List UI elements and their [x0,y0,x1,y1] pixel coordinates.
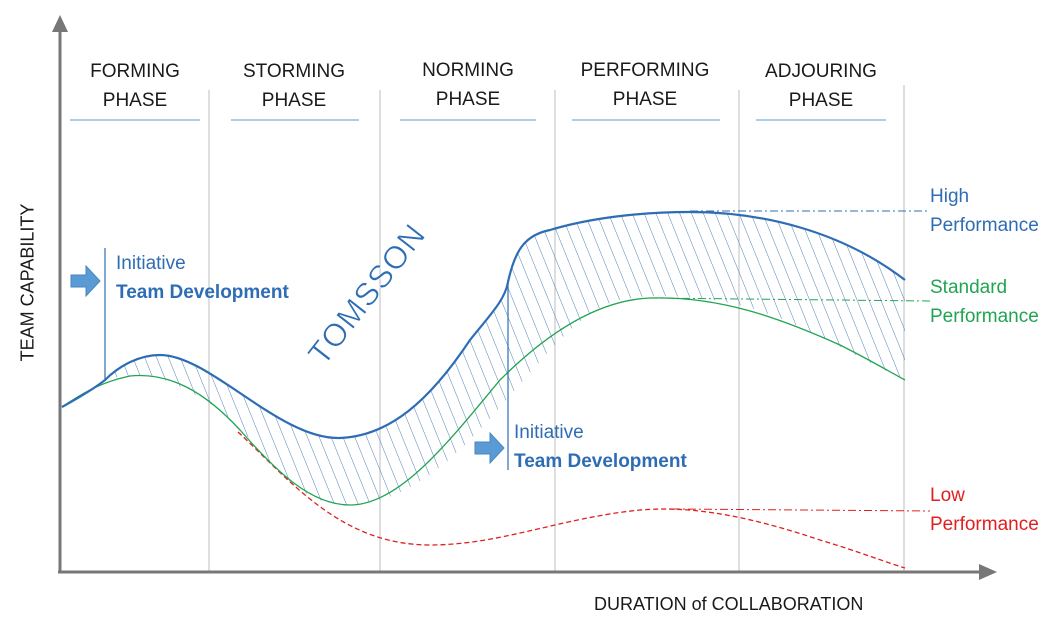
initiative-label-forming: Initiative Team Development [116,253,289,303]
high-performance-label: High Performance [930,186,1039,236]
right-arrow-icon [70,264,101,298]
right-arrow-icon [474,431,505,465]
phase-title-performing: PERFORMING PHASE [580,60,710,110]
y-axis-arrowhead [52,15,68,32]
standard-performance-label: Standard Performance [930,277,1039,327]
high-performance-curve [61,210,906,440]
standard-performance-curve [61,297,906,506]
low-performance-curve [237,431,906,569]
y-axis-title: TEAM CAPABILITY [17,203,38,362]
initiative-label-norming: Initiative Team Development [514,422,687,472]
low-performance-label: Low Performance [930,485,1039,535]
phase-title-norming: NORMING PHASE [422,60,514,110]
phase-title-storming: STORMING PHASE [242,61,346,111]
phase-title-forming: FORMING PHASE [90,61,180,111]
low-level-guide [671,508,931,512]
phase-title-adjouring: ADJOURING PHASE [765,61,877,111]
standard-level-guide [649,297,931,302]
x-axis-title: DURATION of COLLABORATION [594,594,864,614]
axes [52,15,997,580]
x-axis-arrowhead [979,564,997,580]
